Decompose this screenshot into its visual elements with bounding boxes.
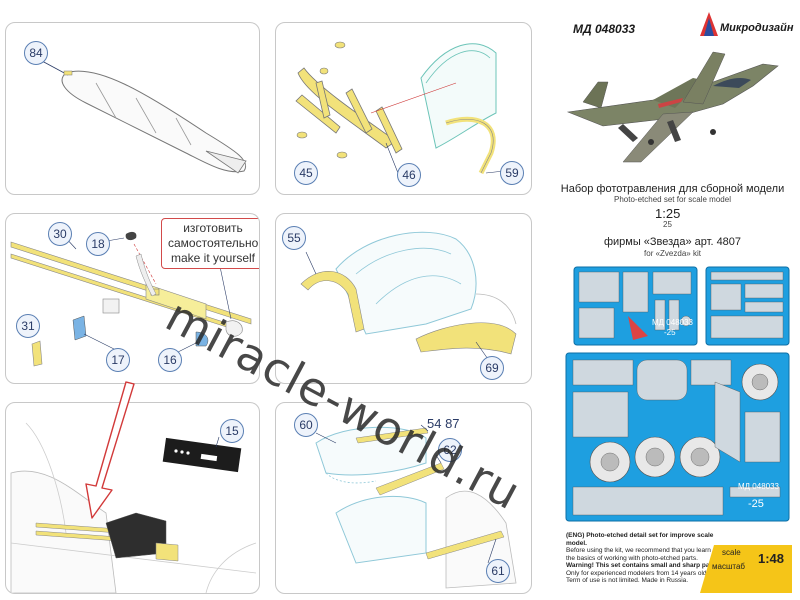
disclaimer-line-6: Term of use is not limited. Made in Russ… <box>566 577 689 584</box>
part-callout-54-87: 54 87 <box>427 416 460 431</box>
canopy-rails-drawing <box>315 424 517 589</box>
sheet2-code: МД 048033 <box>738 482 779 491</box>
instruction-panel-4: 55 69 <box>275 213 532 384</box>
red-arrow <box>85 381 135 519</box>
part-callout-61: 61 <box>486 559 510 583</box>
part-callout-45: 45 <box>294 161 318 185</box>
rails-drawing <box>10 231 252 367</box>
part-callout-15: 15 <box>220 419 244 443</box>
title-ru: Набор фототравления для сборной модели <box>560 183 785 195</box>
brand-logo-icon <box>700 12 718 36</box>
part-callout-60: 60 <box>294 413 318 437</box>
scale-value: 1:48 <box>758 551 785 566</box>
disclaimer-line-2: Before using the kit, we recommend that … <box>566 547 711 554</box>
product-code: МД 048033 <box>573 22 636 36</box>
tank-drawing <box>41 60 247 174</box>
sheet2-scale: -25 <box>748 498 764 510</box>
scale-ratio: 1:25 <box>655 206 681 221</box>
make-it-yourself-note: изготовить самостоятельно make it yourse… <box>161 218 259 269</box>
title-en: Photo-etched set for scale model <box>614 195 731 204</box>
part-callout-18: 18 <box>86 232 110 256</box>
note-line-en: make it yourself <box>170 251 256 265</box>
part-callout-17: 17 <box>106 348 130 372</box>
disclaimer-text: (ENG) Photo-etched detail set for improv… <box>566 532 736 585</box>
instruction-panel-1: 84 <box>5 22 260 195</box>
brand-name: Микродизайн <box>720 22 794 34</box>
sheet1-scale: -25 <box>664 328 676 337</box>
part-callout-31: 31 <box>16 314 40 338</box>
scale-label-en: scale <box>722 548 741 557</box>
pe-sheet-small-1 <box>573 266 698 346</box>
scale-label-ru: масштаб <box>712 562 745 571</box>
note-line-ru-1: изготовить <box>183 221 243 235</box>
instruction-panel-6: 60 54 87 62 61 <box>275 402 532 594</box>
part-callout-59: 59 <box>500 161 524 185</box>
note-line-ru-2: самостоятельно <box>168 236 259 250</box>
kit-en: for «Zvezda» kit <box>644 249 701 258</box>
disclaimer-line-4: Warning! This set contains small and sha… <box>566 562 720 569</box>
aircraft-photo <box>566 51 779 163</box>
part-callout-30: 30 <box>48 222 72 246</box>
sheet1-code: МД 048033 <box>652 318 693 327</box>
instruction-panel-3: 30 18 изготовить самостоятельно make it … <box>5 213 260 384</box>
kit-ru: фирмы «Звезда» арт. 4807 <box>603 236 742 248</box>
part-callout-55: 55 <box>282 226 306 250</box>
pe-sheet-small-2 <box>705 266 790 346</box>
part-callout-16: 16 <box>158 348 182 372</box>
pe-sheet-large <box>565 352 790 522</box>
part-callout-46: 46 <box>397 163 421 187</box>
disclaimer-line-1: (ENG) Photo-etched detail set for improv… <box>566 532 714 547</box>
part-callout-84: 84 <box>24 41 48 65</box>
canopy-frame-drawing <box>295 41 505 175</box>
scale-badge-background <box>700 545 792 593</box>
disclaimer-line-3: the basics of working with photo-etched … <box>566 554 698 562</box>
scale-ratio-en: 25 <box>663 220 672 229</box>
instruction-panel-2: 45 46 59 <box>275 22 532 195</box>
part-callout-69: 69 <box>480 356 504 380</box>
disclaimer-line-5: Only for experienced modelers from 14 ye… <box>566 569 709 577</box>
part-callout-62: 62 <box>438 438 462 462</box>
canopy-assembly-drawing <box>300 231 517 363</box>
